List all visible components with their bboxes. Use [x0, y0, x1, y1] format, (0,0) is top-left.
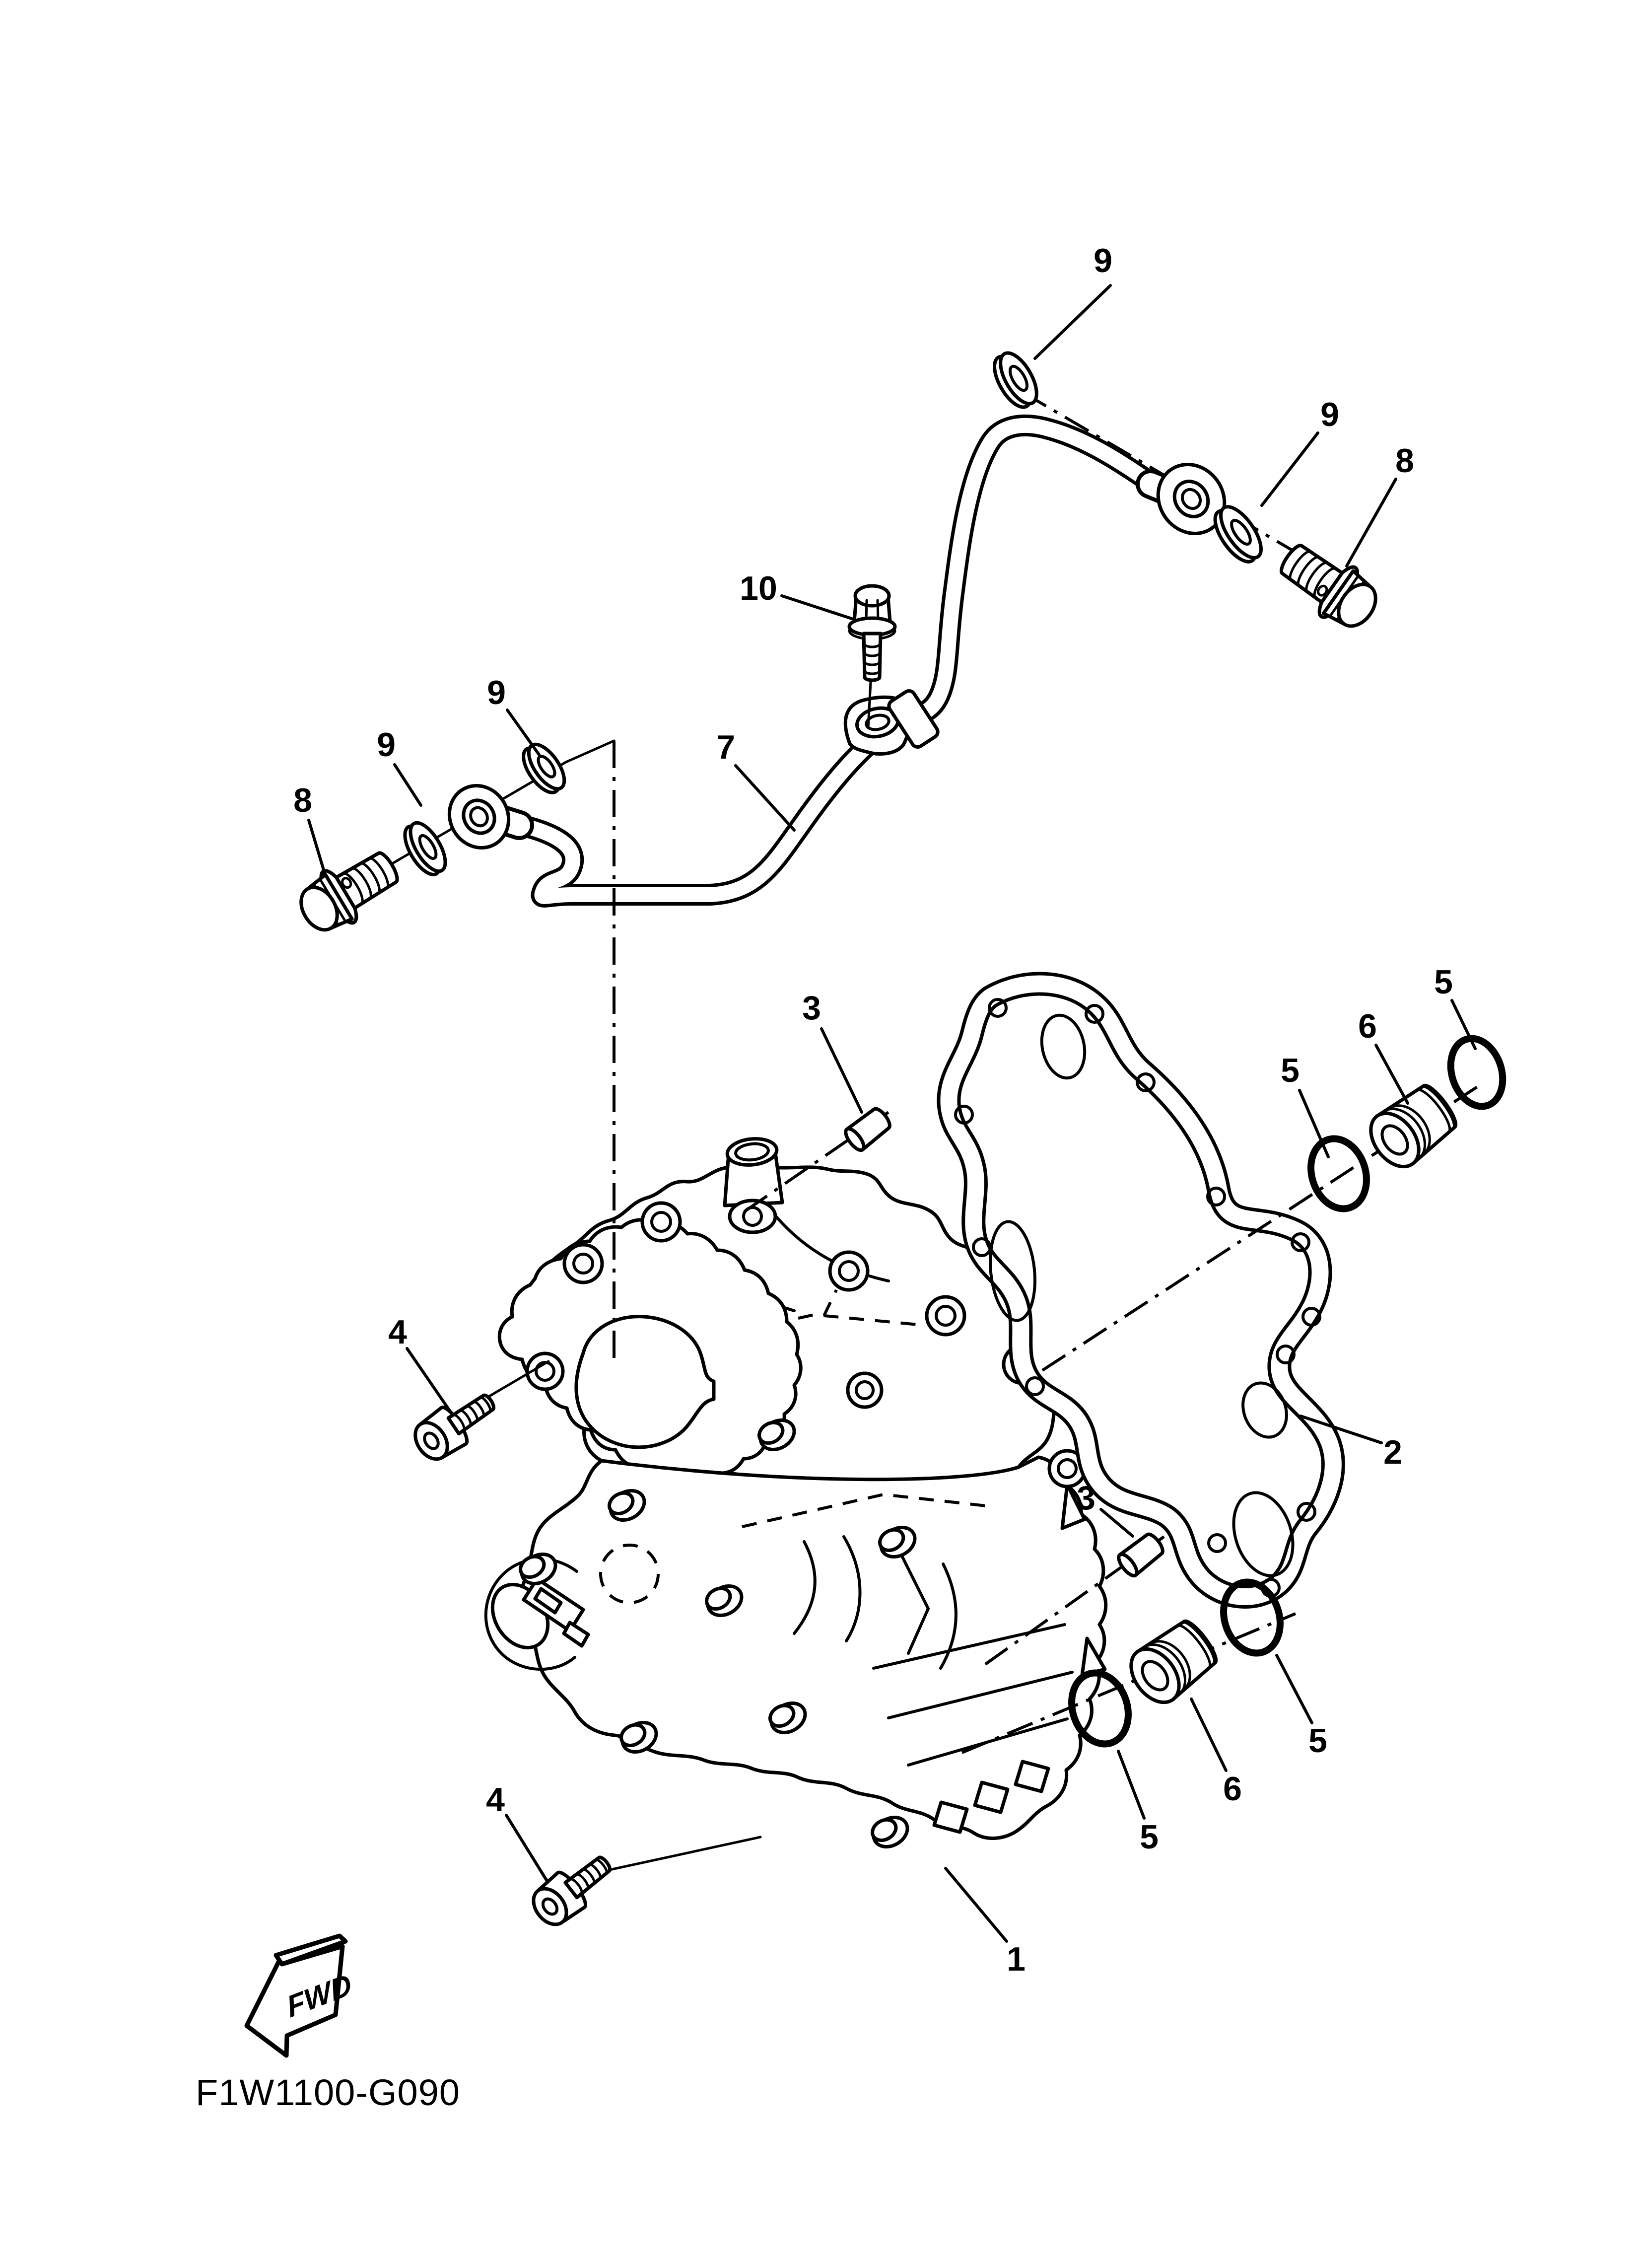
part-3-dowel-pin-upper: [844, 1107, 891, 1152]
callout-leader-2-12: [1299, 1415, 1383, 1444]
pump-left-boss: [484, 1557, 590, 1671]
pipe-mount-centerline-elbow: [564, 739, 616, 764]
pipe-banjo-eye-lower: [447, 784, 511, 850]
callout-label-4-18: 4: [486, 1781, 505, 1819]
callout-leader-3-8: [820, 1027, 863, 1114]
part-9-washer-c: [522, 742, 566, 794]
callout-label-10-3: 10: [740, 569, 777, 607]
part-6-fitting-lower: [1129, 1619, 1218, 1704]
callout-label-6-10: 6: [1358, 1007, 1377, 1045]
callout-label-5-11: 5: [1434, 963, 1453, 1001]
callout-leader-7-7: [734, 764, 796, 832]
pump-outlet-tube: [723, 1137, 784, 1234]
pipe-banjo-eye-upper: [1156, 463, 1227, 535]
callout-leader-3-14: [1099, 1508, 1134, 1538]
callout-leader-5-15: [1117, 1750, 1146, 1820]
callout-leader-5-9: [1298, 1089, 1330, 1158]
callout-label-9-0: 9: [1094, 242, 1112, 280]
pipe-clamp-sleeve: [887, 689, 940, 749]
callout-label-2-12: 2: [1383, 1433, 1402, 1471]
part-8-union-bolt-right: [1279, 544, 1377, 628]
callout-leader-6-16: [1190, 1698, 1228, 1772]
callout-label-9-1: 9: [1320, 396, 1339, 433]
part-4-socket-bolt-lower: [532, 1855, 612, 1926]
callout-label-1-19: 1: [1007, 1940, 1026, 1978]
part-7-oil-pipe: [447, 414, 1227, 908]
callout-label-3-14: 3: [1077, 1479, 1095, 1517]
part-9-washer-d: [403, 821, 447, 876]
callout-leader-1-19: [944, 1867, 1008, 1943]
part-5-oring-lower-right: [1220, 1578, 1284, 1657]
callout-leader-10-3: [780, 594, 853, 620]
callout-label-8-2: 8: [1395, 442, 1414, 480]
callout-label-6-16: 6: [1223, 1770, 1242, 1808]
callout-leader-8-2: [1345, 478, 1397, 567]
callout-leader-9-5: [393, 763, 422, 807]
callout-leader-6-10: [1374, 1044, 1409, 1105]
part-5-oring-upper-left: [1307, 1135, 1370, 1212]
callout-label-7-7: 7: [716, 728, 735, 766]
pump-body-bolts: [519, 1418, 917, 1849]
part-4-socket-bolt-upper: [413, 1393, 496, 1461]
part-5-oring-upper-right: [1447, 1035, 1506, 1110]
part-2-gasket: [937, 972, 1345, 1609]
callout-leader-9-1: [1260, 431, 1319, 507]
callout-leader-8-6: [307, 819, 327, 876]
callout-label-4-13: 4: [388, 1313, 407, 1351]
callout-label-5-17: 5: [1308, 1722, 1327, 1760]
callout-leader-4-18: [505, 1814, 549, 1883]
gasket-bolt-holes: [954, 998, 1321, 1598]
flange-bolt-axis: [867, 681, 872, 729]
callout-label-8-6: 8: [293, 781, 312, 819]
callout-label-5-15: 5: [1140, 1818, 1159, 1856]
callout-leader-5-17: [1275, 1654, 1313, 1724]
callout-label-3-8: 3: [802, 989, 821, 1027]
part-1-oil-pump-assembly: [484, 1137, 1108, 1849]
part-5-oring-lower-left: [1068, 1669, 1132, 1748]
part-10-flange-bolt: [847, 584, 897, 682]
part-3-dowel-pin-lower: [1117, 1532, 1164, 1578]
part-9-washer-b: [1213, 505, 1263, 564]
part-8-union-bolt-left: [299, 851, 399, 932]
callout-label-9-4: 9: [487, 674, 506, 711]
part-9-washer-a: [993, 351, 1038, 409]
callout-leader-5-11: [1450, 999, 1477, 1050]
part-6-fitting-upper: [1369, 1083, 1458, 1169]
fwd-arrow: FWD: [244, 1933, 354, 2058]
callout-layer: 9 9 8 10 9 9 8 7 3 5 6 5 2 4 3 5 6 5 4 1: [293, 242, 1477, 1978]
callout-label-9-5: 9: [377, 726, 396, 764]
part-code-label: F1W1100-G090: [196, 2072, 460, 2113]
callout-leader-4-13: [406, 1347, 454, 1417]
callout-label-5-9: 5: [1281, 1052, 1300, 1089]
callout-leader-9-4: [506, 709, 541, 756]
callout-leader-9-0: [1033, 284, 1112, 360]
